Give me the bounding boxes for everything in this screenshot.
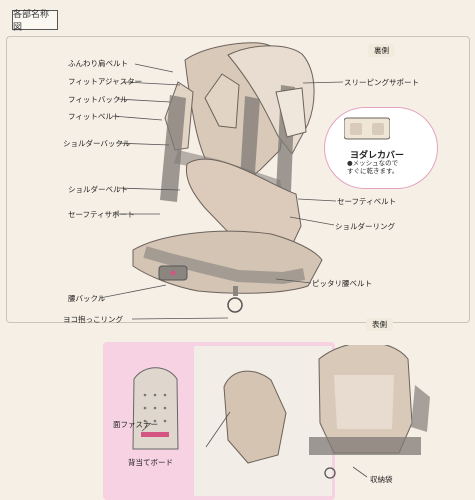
diagram-panel [6, 36, 470, 323]
label-surface-fastener: 面ファスナー [113, 420, 158, 429]
note-line-1: ●メッシュなので [347, 159, 399, 167]
label-shoulder-buckle: ショルダーバックル [63, 139, 131, 148]
label-sleeping-support: スリーピングサポート [344, 78, 419, 87]
drool-cover-title: ヨダレカバー [350, 151, 405, 161]
drool-cover-note: ●メッシュなので すぐに乾きます。 [347, 159, 399, 176]
page-title-box: 各部名称図 [12, 10, 58, 33]
carrier-front-illustration [223, 345, 430, 479]
page-title: 各部名称図 [13, 10, 50, 33]
label-storage-bag: 収納袋 [370, 475, 393, 484]
note-line-2: すぐに乾きます。 [347, 166, 399, 175]
label-back-board: 背当てボード [128, 458, 173, 467]
front-side-badge: 表側 [366, 318, 393, 331]
back-side-badge: 裏側 [368, 44, 395, 57]
label-fit-belt: フィットベルト [68, 112, 121, 121]
label-shoulder-ring: ショルダーリング [335, 222, 395, 231]
label-fit-buckle: フィットバックル [68, 95, 128, 104]
label-safety-belt: セーフティベルト [337, 197, 397, 206]
label-waist-buckle: 腰バックル [68, 294, 106, 303]
label-side-hug-ring: ヨコ抱っこリング [63, 315, 123, 324]
label-snug-waist-belt: ピッタリ腰ベルト [312, 279, 372, 288]
label-soft-strap: ふんわり肩ベルト [68, 59, 128, 68]
label-shoulder-belt: ショルダーベルト [68, 185, 128, 194]
label-safety-support: セーフティサポート [68, 210, 135, 219]
label-fit-adjuster: フィットアジャスター [68, 77, 143, 86]
drool-cover-icon [344, 117, 390, 140]
